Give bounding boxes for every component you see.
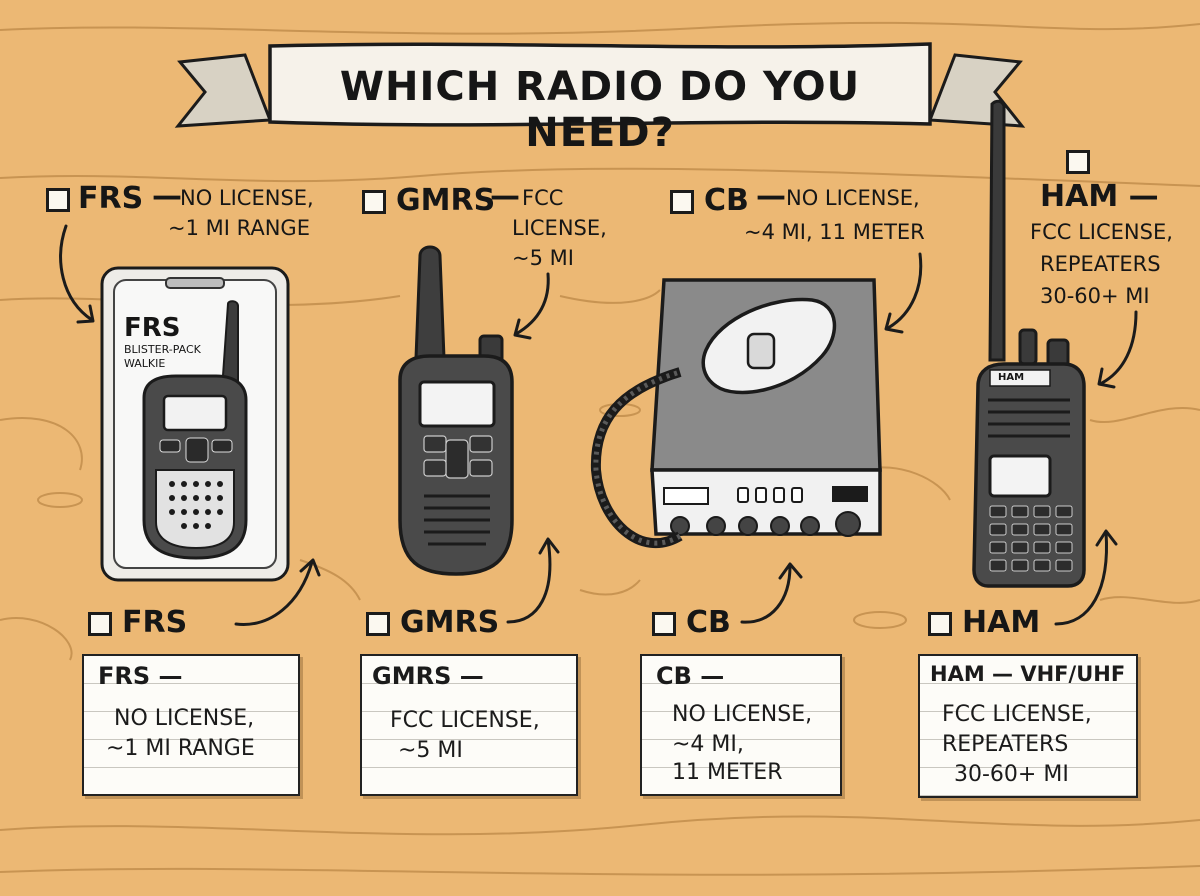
frs-top-arrow-icon: [59, 224, 95, 324]
frs-bottom-arrow-icon: [234, 558, 321, 626]
page-title: WHICH RADIO DO YOU NEED?: [339, 64, 861, 156]
cb-info-card: CB — NO LICENSE, ~4 MI, 11 METER: [640, 654, 842, 796]
cb-top-dash: —: [756, 179, 786, 214]
cb-card-line-2: ~4 MI,: [672, 732, 744, 757]
gmrs-card-head: GMRS —: [372, 662, 484, 690]
gmrs-bottom-label: GMRS: [400, 605, 500, 640]
ham-card-head: HAM — VHF/UHF: [930, 662, 1126, 686]
cb-bottom-checkbox[interactable]: [652, 612, 676, 636]
gmrs-info-card: GMRS — FCC LICENSE, ~5 MI: [360, 654, 578, 796]
ham-card-line-1: FCC LICENSE,: [942, 702, 1092, 727]
gmrs-top-name: GMRS: [396, 183, 496, 218]
ham-top-arrow-icon: [1097, 310, 1138, 389]
frs-info-card: FRS — NO LICENSE, ~1 MI RANGE: [82, 654, 300, 796]
gmrs-card-line-2: ~5 MI: [398, 738, 463, 763]
gmrs-top-desc-2: LICENSE,: [512, 216, 607, 240]
cb-card-head: CB —: [656, 662, 725, 690]
ham-top-desc-2: REPEATERS: [1040, 252, 1161, 276]
ham-card-line-2: REPEATERS: [942, 732, 1069, 757]
frs-card-line-1: NO LICENSE,: [114, 706, 255, 731]
gmrs-card-line-1: FCC LICENSE,: [390, 708, 540, 733]
frs-card-head: FRS —: [98, 662, 183, 690]
gmrs-bottom-checkbox[interactable]: [366, 612, 390, 636]
cb-top-arrow-icon: [884, 252, 923, 334]
title-banner: [174, 42, 1026, 128]
ham-bottom-label: HAM: [962, 605, 1041, 640]
cb-top-name: CB: [704, 183, 749, 218]
gmrs-top-desc-1: FCC: [522, 186, 564, 210]
frs-bottom-checkbox[interactable]: [88, 612, 112, 636]
frs-pack-label: FRS: [124, 313, 181, 343]
frs-card-line-2: ~1 MI RANGE: [106, 736, 255, 761]
frs-top-desc-2: ~1 MI RANGE: [168, 216, 310, 240]
cb-card-line-3: 11 METER: [672, 760, 783, 785]
frs-top-name: FRS: [78, 181, 144, 216]
cb-top-desc-2: ~4 MI, 11 METER: [744, 220, 925, 244]
ham-bottom-checkbox[interactable]: [928, 612, 952, 636]
gmrs-top-checkbox[interactable]: [362, 190, 386, 214]
gmrs-top-dash: —: [490, 179, 520, 214]
frs-top-desc-1: NO LICENSE,: [180, 186, 314, 210]
cb-bottom-arrow-icon: [740, 562, 803, 624]
frs-pack-sublabel-2: WALKIE: [124, 357, 166, 370]
cb-bottom-label: CB: [686, 605, 731, 640]
frs-top-dash: —: [152, 179, 182, 214]
ham-top-desc-3: 30-60+ MI: [1040, 284, 1150, 308]
ham-top-name: HAM —: [1040, 179, 1159, 214]
frs-top-checkbox[interactable]: [46, 188, 70, 212]
gmrs-top-desc-3: ~5 MI: [512, 246, 574, 270]
gmrs-bottom-arrow-icon: [506, 537, 560, 624]
gmrs-top-arrow-icon: [513, 272, 550, 340]
ham-radio-brand: HAM: [998, 372, 1025, 383]
frs-pack-sublabel-1: BLISTER-PACK: [124, 343, 201, 356]
ham-info-card: HAM — VHF/UHF FCC LICENSE, REPEATERS 30-…: [918, 654, 1138, 798]
ham-top-desc-1: FCC LICENSE,: [1030, 220, 1173, 244]
cb-card-line-1: NO LICENSE,: [672, 702, 813, 727]
cb-top-checkbox[interactable]: [670, 190, 694, 214]
ham-bottom-arrow-icon: [1054, 529, 1118, 626]
ham-card-line-3: 30-60+ MI: [954, 762, 1069, 787]
cb-top-desc-1: NO LICENSE,: [786, 186, 920, 210]
ham-top-checkbox[interactable]: [1066, 150, 1090, 174]
frs-bottom-label: FRS: [122, 605, 188, 640]
